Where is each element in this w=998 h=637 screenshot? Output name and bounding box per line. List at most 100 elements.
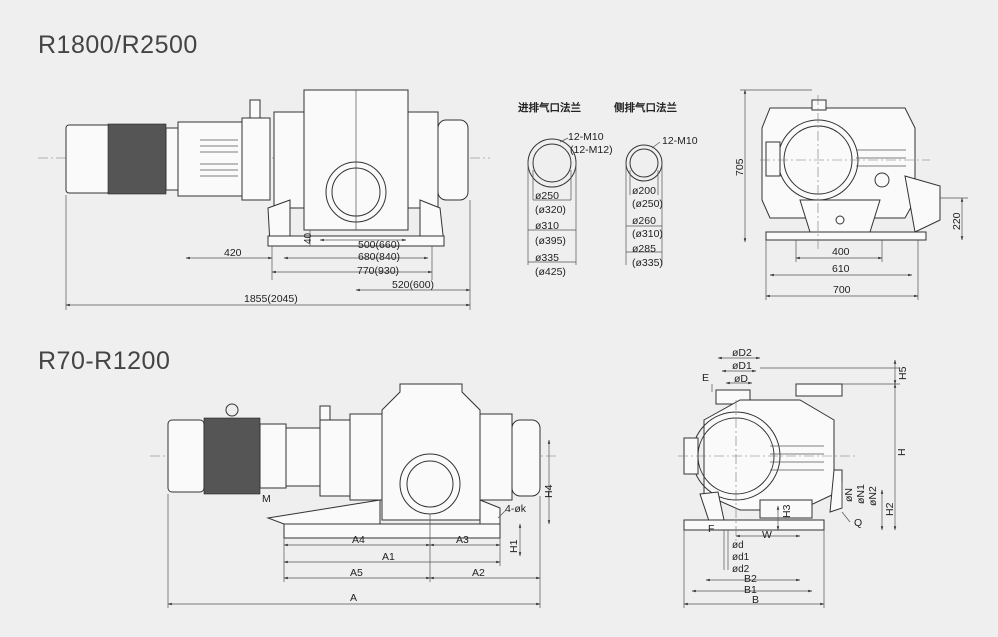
inlet-flange-inner: [532, 143, 572, 183]
label-Q: Q: [854, 517, 862, 529]
motor-finned-body: [107, 123, 167, 195]
inlet-flange-view: 进排气口法兰 12-M10 (12-M12) ø250 (ø320) ø310 …: [518, 101, 613, 278]
label-D2: øD2: [732, 347, 752, 359]
end-drain-plug: [835, 215, 845, 225]
label-B: B: [752, 594, 759, 606]
side-d310: (ø310): [632, 228, 663, 240]
b-motor-end-cap: [167, 419, 205, 493]
top-end-view: [760, 95, 941, 250]
end-base-plate: [765, 231, 927, 241]
inlet-d335: ø335: [535, 252, 559, 264]
end-outlet-nozzle: [904, 175, 941, 233]
pump-side-plate-left: [273, 111, 305, 209]
inlet-d395: (ø395): [535, 235, 566, 247]
label-W: W: [762, 529, 772, 541]
b-base-right-foot: [479, 499, 501, 525]
motor-fins: [108, 129, 166, 187]
label-D1: øD1: [732, 360, 752, 372]
label-M: M: [262, 493, 271, 505]
dim-220: 220: [951, 212, 963, 230]
b-side-plate-left: [349, 413, 383, 501]
oil-plug: [249, 99, 261, 119]
end-casing: [761, 107, 916, 219]
side-bolts: 12-M10: [662, 135, 698, 147]
label-d: ød: [732, 540, 744, 551]
label-A4: A4: [352, 534, 365, 546]
label-A3: A3: [456, 534, 469, 546]
side-flange-inner: [629, 148, 659, 178]
label-N1: øN1: [855, 484, 867, 504]
inlet-d320: (ø320): [535, 204, 566, 216]
b-base-left-foot: [266, 499, 381, 525]
title-r1800-r2500: R1800/R2500: [38, 31, 198, 59]
b-motor-flange: [259, 423, 287, 489]
label-F: F: [708, 523, 714, 535]
label-B2: B2: [744, 573, 757, 585]
pump-flange-outer: [325, 161, 387, 223]
pump-flange-inner: [331, 167, 381, 217]
label-H3: H3: [781, 504, 793, 518]
b-flange-inner: [406, 460, 454, 508]
motor-flange: [165, 127, 179, 191]
label-H2: H2: [884, 502, 896, 516]
label-d1: ød1: [732, 552, 750, 563]
bottom-end-dimensions: øD2 øD1 øD E H5 H øN øN1 øN2 H2 H3 Q F: [683, 347, 909, 608]
inlet-d250: ø250: [535, 190, 559, 202]
dim-420: 420: [224, 247, 242, 259]
b-end-cover: [511, 419, 541, 497]
b-end-outlet-flange: [795, 383, 843, 397]
label-A1: A1: [382, 551, 395, 563]
bottom-end-view: [678, 383, 856, 545]
dim-680: 680(840): [358, 251, 400, 263]
side-d200: ø200: [632, 185, 656, 197]
side-exhaust-flange-view: 侧排气口法兰 12-M10 ø200 (ø250) ø260 (ø310) ø2…: [614, 101, 698, 269]
label-H: H: [896, 448, 908, 456]
inlet-d310: ø310: [535, 220, 559, 232]
inlet-d425: (ø425): [535, 266, 566, 278]
side-d260: ø260: [632, 215, 656, 227]
label-E: E: [702, 372, 709, 384]
end-side-port: [765, 141, 781, 177]
label-H1: H1: [508, 539, 520, 553]
side-flange-outer: [625, 144, 663, 182]
top-side-dimensions: 40 500(660) 420 680(840) 770(930) 520(60…: [65, 195, 471, 310]
label-N: øN: [843, 488, 855, 502]
inlet-bolts: 12-M10: [568, 131, 604, 143]
label-A5: A5: [350, 567, 363, 579]
motor-end-cap: [65, 124, 111, 194]
b-side-plate-right: [479, 413, 513, 501]
label-N2: øN2: [867, 486, 879, 506]
label-A2: A2: [472, 567, 485, 579]
side-d335: (ø335): [632, 257, 663, 269]
label-inlet-flange: 进排气口法兰: [518, 101, 581, 114]
dim-520: 520(600): [392, 279, 434, 291]
end-top-plug: [811, 99, 827, 111]
inlet-flange-outer: [527, 138, 577, 188]
dim-700: 700: [833, 284, 851, 296]
b-pump-casing: [381, 383, 481, 521]
bearing-housing-left: [241, 117, 271, 201]
dim-400: 400: [832, 246, 850, 258]
dim-610: 610: [832, 263, 850, 275]
end-oil-window: [874, 172, 890, 188]
b-motor-fins: [204, 425, 260, 487]
gearbox-housing: [177, 121, 243, 197]
label-A: A: [350, 592, 357, 604]
b-lifting-eye: [225, 403, 239, 417]
label-side-flange: 侧排气口法兰: [614, 101, 677, 114]
label-H5: H5: [897, 366, 909, 380]
dim-500: 500(660): [358, 239, 400, 251]
b-oil-plug: [319, 405, 331, 421]
b-end-pedestal: [759, 499, 813, 519]
dim-40: 40: [303, 232, 314, 244]
base-plate: [267, 235, 445, 247]
b-end-base-plate: [683, 519, 825, 531]
dim-1855: 1855(2045): [244, 293, 298, 305]
title-r70-r1200: R70-R1200: [38, 347, 171, 375]
dim-705: 705: [734, 158, 746, 176]
side-d250: (ø250): [632, 198, 663, 210]
inlet-bolts-alt: (12-M12): [570, 144, 613, 156]
label-d2: ød2: [732, 564, 750, 575]
